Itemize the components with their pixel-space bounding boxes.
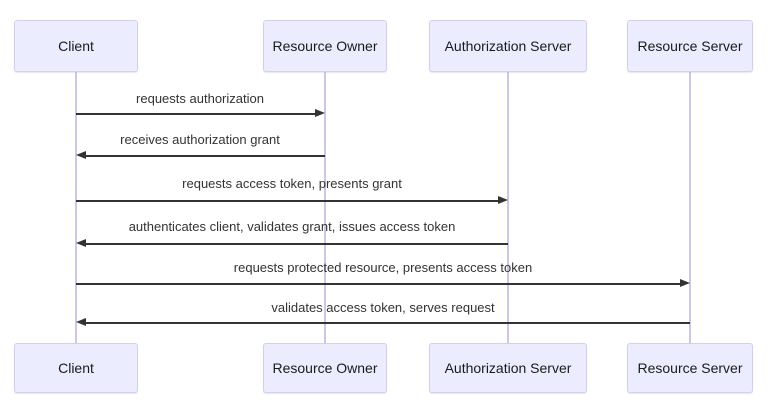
- message-arrow-line: [76, 200, 498, 202]
- arrowhead-left-icon: [76, 239, 86, 247]
- message-label: requests protected resource, presents ac…: [233, 260, 533, 275]
- actor-bottom-resource-owner: Resource Owner: [263, 343, 387, 393]
- actor-label: Resource Owner: [272, 360, 378, 376]
- arrowhead-left-icon: [76, 318, 86, 326]
- arrowhead-right-icon: [315, 109, 325, 117]
- actor-label: Client: [58, 38, 94, 54]
- message-label: requests authorization: [136, 91, 264, 106]
- message-label: requests access token, presents grant: [182, 176, 402, 191]
- message-arrow-line: [76, 113, 316, 115]
- actor-bottom-authorization-server: Authorization Server: [429, 343, 587, 393]
- arrowhead-right-icon: [498, 196, 508, 204]
- arrowhead-right-icon: [680, 279, 690, 287]
- actor-label: Resource Owner: [272, 38, 378, 54]
- actor-top-authorization-server: Authorization Server: [429, 20, 587, 72]
- actor-label: Authorization Server: [444, 360, 572, 376]
- lifeline-authorization-server: [507, 72, 509, 343]
- actor-top-resource-owner: Resource Owner: [263, 20, 387, 72]
- actor-label: Client: [58, 360, 94, 376]
- actor-label: Authorization Server: [444, 38, 572, 54]
- lifeline-resource-owner: [324, 72, 326, 343]
- lifeline-client: [75, 72, 77, 343]
- message-arrow-line: [85, 155, 325, 157]
- message-label: receives authorization grant: [120, 132, 280, 147]
- actor-label: Resource Server: [637, 38, 743, 54]
- message-label: validates access token, serves request: [271, 300, 495, 315]
- message-label: authenticates client, validates grant, i…: [128, 219, 456, 234]
- actor-bottom-client: Client: [14, 343, 138, 393]
- actor-label: Resource Server: [637, 360, 743, 376]
- actor-top-client: Client: [14, 20, 138, 72]
- message-arrow-line: [86, 322, 690, 324]
- message-arrow-line: [76, 283, 680, 285]
- actor-top-resource-server: Resource Server: [627, 20, 753, 72]
- arrowhead-left-icon: [76, 151, 86, 159]
- actor-bottom-resource-server: Resource Server: [627, 343, 753, 393]
- lifeline-resource-server: [689, 72, 691, 343]
- message-arrow-line: [86, 243, 508, 245]
